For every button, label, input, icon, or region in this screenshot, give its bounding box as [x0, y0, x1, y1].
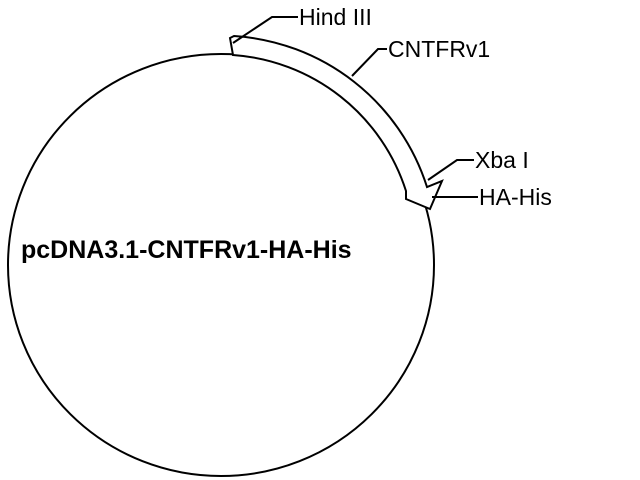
- hind3-label: Hind III: [299, 4, 372, 30]
- xba1-leader-line: [427, 159, 474, 181]
- xba1-label: Xba I: [475, 147, 529, 173]
- cntfrv1-leader-line: [351, 48, 387, 77]
- plasmid-backbone: [7, 53, 435, 477]
- plasmid-name: pcDNA3.1-CNTFRv1-HA-His: [21, 236, 352, 264]
- ha-his-label: HA-His: [479, 184, 552, 210]
- cntfrv1-insert-arrow: [228, 34, 444, 211]
- hind3-leader-line: [232, 16, 298, 44]
- cntfrv1-label: CNTFRv1: [388, 36, 490, 62]
